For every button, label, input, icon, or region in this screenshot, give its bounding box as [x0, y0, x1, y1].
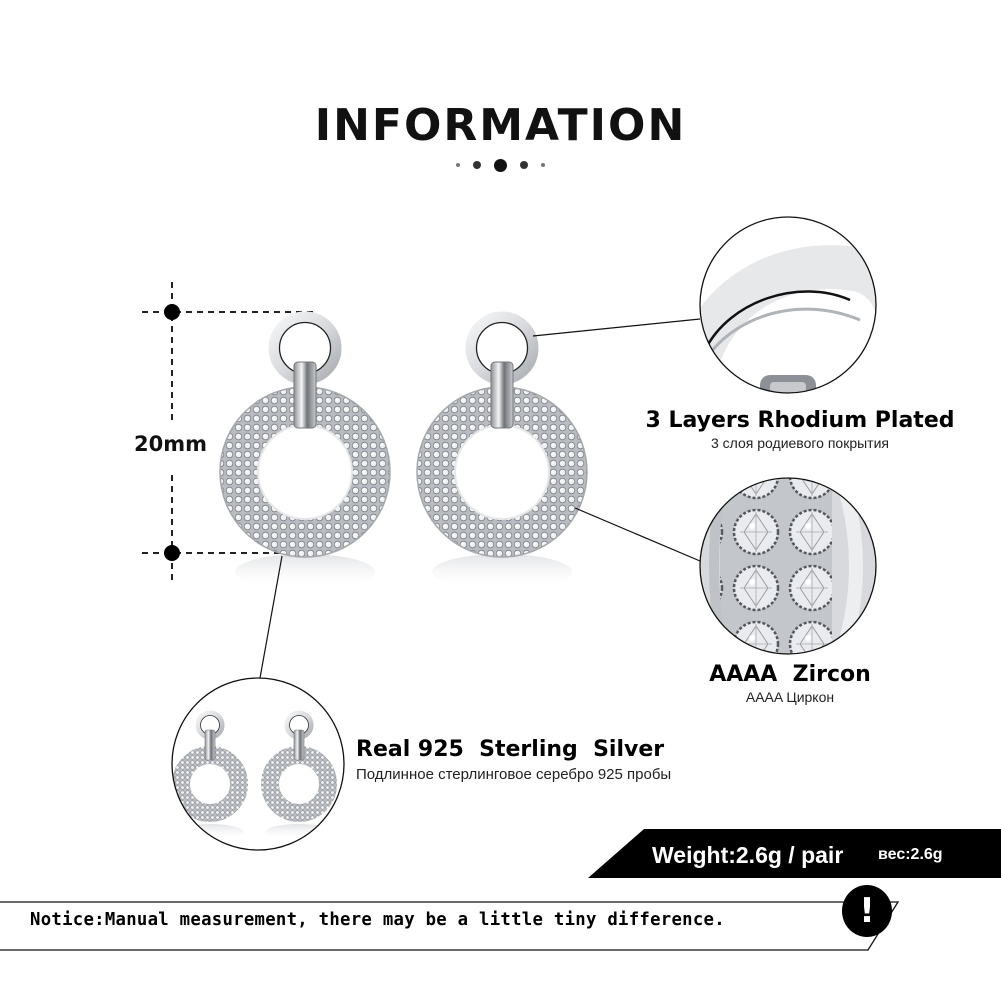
dimension-label: 20mm	[134, 432, 207, 456]
feature-title: AAAA Zircon	[709, 662, 871, 687]
page-title: INFORMATION	[314, 100, 687, 151]
earring-left	[219, 311, 391, 590]
earring-right	[416, 311, 588, 590]
feature-zircon: AAAA Zircon AAAA Циркон	[690, 662, 890, 705]
notice-frame	[0, 901, 900, 951]
divider-dot	[456, 163, 460, 167]
divider-dot	[541, 163, 545, 167]
dimension-marker-bottom	[164, 545, 180, 561]
zircon-closeup-circle	[699, 477, 877, 655]
divider-dot	[473, 161, 481, 169]
earring-pair-thumbnail-circle	[171, 677, 345, 851]
feature-subtitle: AAAA Циркон	[745, 689, 835, 705]
weight-banner	[588, 829, 1001, 878]
divider-dot	[494, 158, 507, 172]
feature-subtitle: Подлинное стерлинговое серебро 925 пробы	[356, 766, 672, 783]
feature-subtitle: 3 слоя родиевого покрытия	[711, 435, 889, 451]
feature-title: 3 Layers Rhodium Plated	[645, 408, 955, 433]
dimension-marker-top	[164, 304, 180, 320]
weight-label-ru: вес:2.6g	[878, 846, 943, 863]
feature-title: Real 925 Sterling Silver	[356, 737, 665, 762]
weight-label: Weight:2.6g / pair	[652, 842, 844, 868]
title-divider-dots	[0, 158, 1001, 172]
feature-rhodium: 3 Layers Rhodium Plated 3 слоя родиевого…	[640, 408, 960, 451]
rhodium-closeup-circle	[699, 216, 877, 394]
feature-sterling-silver: Real 925 Sterling Silver Подлинное стерл…	[356, 737, 671, 783]
exclamation-icon: !	[842, 885, 892, 937]
notice-text: Notice:Manual measurement, there may be …	[30, 909, 725, 930]
divider-dot	[520, 161, 528, 169]
leader-lines	[259, 318, 701, 679]
